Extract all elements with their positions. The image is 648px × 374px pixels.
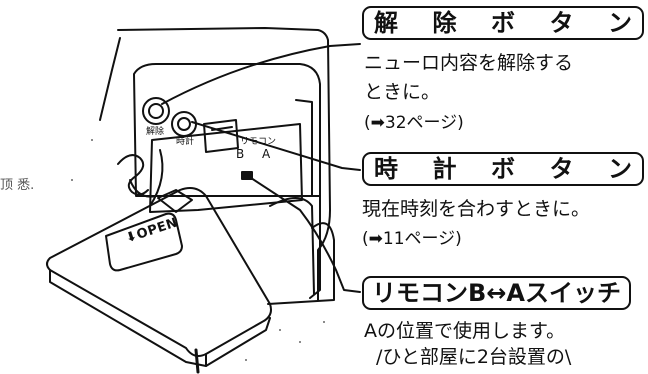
leader-clock <box>191 121 361 171</box>
switch-description-line-2: /ひと部屋に2台設置の\ <box>376 346 572 368</box>
title-char: 除 <box>432 9 457 37</box>
device-label-clock: 時計 <box>176 137 195 147</box>
clock-description: 現在時刻を合わすときに。 <box>362 198 591 220</box>
open-plate <box>105 212 183 272</box>
stray-text: 顶 悉. <box>0 178 35 193</box>
title-char: 解 <box>374 9 398 37</box>
release-page-reference: (➡32ページ) <box>364 113 464 133</box>
title-char: 時 <box>374 155 398 183</box>
release-button <box>148 103 164 119</box>
clock-button-title: 時 計 ボ タ ン <box>362 152 644 186</box>
title-char: 計 <box>432 155 457 183</box>
remote-switch-title: リモコンB↔Aスイッチ <box>362 276 631 310</box>
release-button-title: 解 除 ボ タ ン <box>362 6 644 40</box>
title-char: ン <box>608 155 632 183</box>
battery-cover <box>46 187 272 357</box>
release-button-ring <box>142 97 170 125</box>
leader-switch <box>247 175 361 293</box>
device-label-a: A <box>262 147 271 161</box>
title-char: ボ <box>491 9 515 37</box>
clock-page-reference: (➡11ページ) <box>362 229 462 249</box>
clock-button-ring <box>171 111 197 137</box>
battery-spring <box>117 154 149 196</box>
title-char: タ <box>549 155 574 183</box>
device-label-remote: リモコン <box>240 137 277 147</box>
back-panel <box>133 63 321 197</box>
body-left-edge <box>99 37 121 121</box>
release-description-line-2: ときに。 <box>364 81 441 103</box>
device-label-b: B <box>236 147 245 161</box>
switch-slider <box>241 171 253 180</box>
title-char: タ <box>549 9 574 37</box>
switch-description-line-1: Aの位置で使用します。 <box>364 320 566 342</box>
title-char: ボ <box>491 155 515 183</box>
body-outline <box>117 27 331 301</box>
device-label-release: 解除 <box>146 127 165 137</box>
title-char: ン <box>608 9 632 37</box>
leader-release <box>161 43 361 105</box>
battery-recess <box>149 123 303 213</box>
clock-button <box>177 117 191 131</box>
release-description-line-1: ニューロ内容を解除する <box>364 52 574 74</box>
cover-tab <box>157 189 193 213</box>
switch-window <box>203 119 239 153</box>
